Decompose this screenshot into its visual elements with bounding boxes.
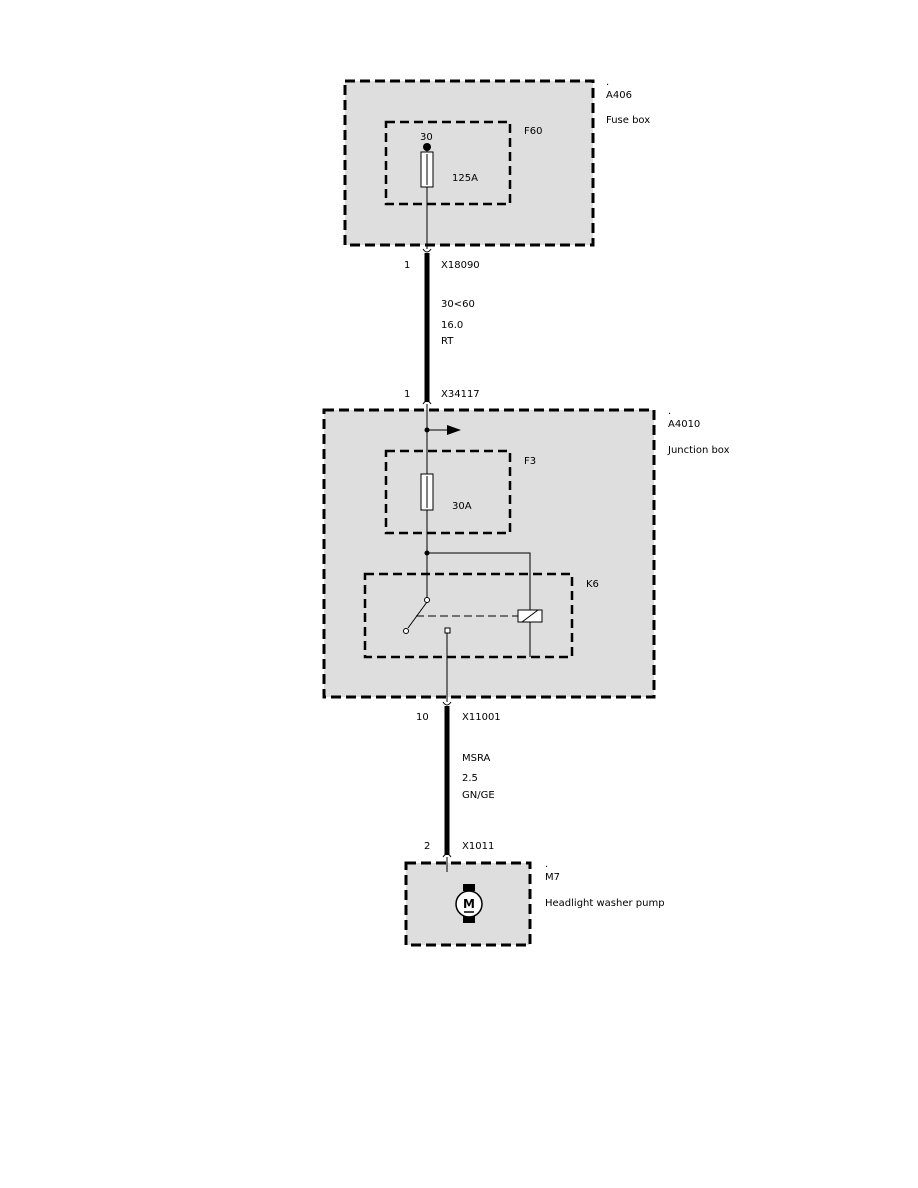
relay-k6-outline [363,572,574,659]
coil-feed-line [427,552,531,610]
connector-x18090-id: X18090 [441,260,480,271]
fuse-box-a406: . A406 Fuse box F60 30 125A [343,77,650,253]
pump-id: M7 [545,872,560,883]
switch-no-contact [444,627,451,634]
fuse-f3-outline [384,449,512,535]
fuse-box-id: A406 [606,90,632,101]
relay-coil-diagonal [521,609,539,623]
headlight-washer-pump-m7: M . M7 Headlight washer pump [404,853,665,947]
fuse-f60-terminal: 30 [420,132,433,143]
connector-x18090-pin: 1 [404,260,410,271]
wire-1-color: RT [441,336,454,347]
wire-2-color: GN/GE [462,790,495,801]
switch-blade [407,601,428,629]
junction-box-id: A4010 [668,419,700,430]
wire-2-gauge: 2.5 [462,773,478,784]
fuse-f3-id: F3 [524,456,536,467]
junction-box-a4010: . A4010 Junction box F3 30A K6 [322,400,730,706]
connector-x1011-id: X1011 [462,841,494,852]
motor-icon [455,890,483,918]
fuse-box-outline [343,79,595,247]
junction-box-name: Junction box [667,445,730,456]
fuse-f60-rating: 125A [452,173,478,184]
pump-name: Headlight washer pump [545,898,665,909]
connector-x11001-id: X11001 [462,712,501,723]
branch-arrow-icon [447,425,461,435]
motor-symbol-label: M [463,897,475,911]
connector-x34117-pin: 1 [404,389,410,400]
fuse-f60-id: F60 [524,126,542,137]
fuse-f60-outline [384,120,512,206]
connector-x11001-pin: 10 [416,712,429,723]
wire-2-circuit: MSRA [462,753,491,764]
connector-x34117-id: X34117 [441,389,480,400]
wire-1-circuit: 30<60 [441,299,475,310]
connector-x34117-symbol [422,400,432,405]
pump-dot: . [545,859,548,870]
wire-1-gauge: 16.0 [441,320,463,331]
fuse-f3-rating: 30A [452,501,472,512]
fuse-box-dot: . [606,77,609,88]
junction-box-dot: . [668,406,671,417]
switch-nc-contact [403,628,409,634]
connector-x1011-symbol [442,853,452,858]
switch-common-contact [424,597,430,603]
fuse-box-name: Fuse box [606,115,650,126]
connector-x18090-symbol [422,248,432,253]
connector-x1011-pin: 2 [424,841,430,852]
relay-k6-id: K6 [586,579,599,590]
motor-brush-top [463,884,475,891]
connector-x11001-symbol [442,701,452,706]
motor-brush-bottom [463,916,475,923]
